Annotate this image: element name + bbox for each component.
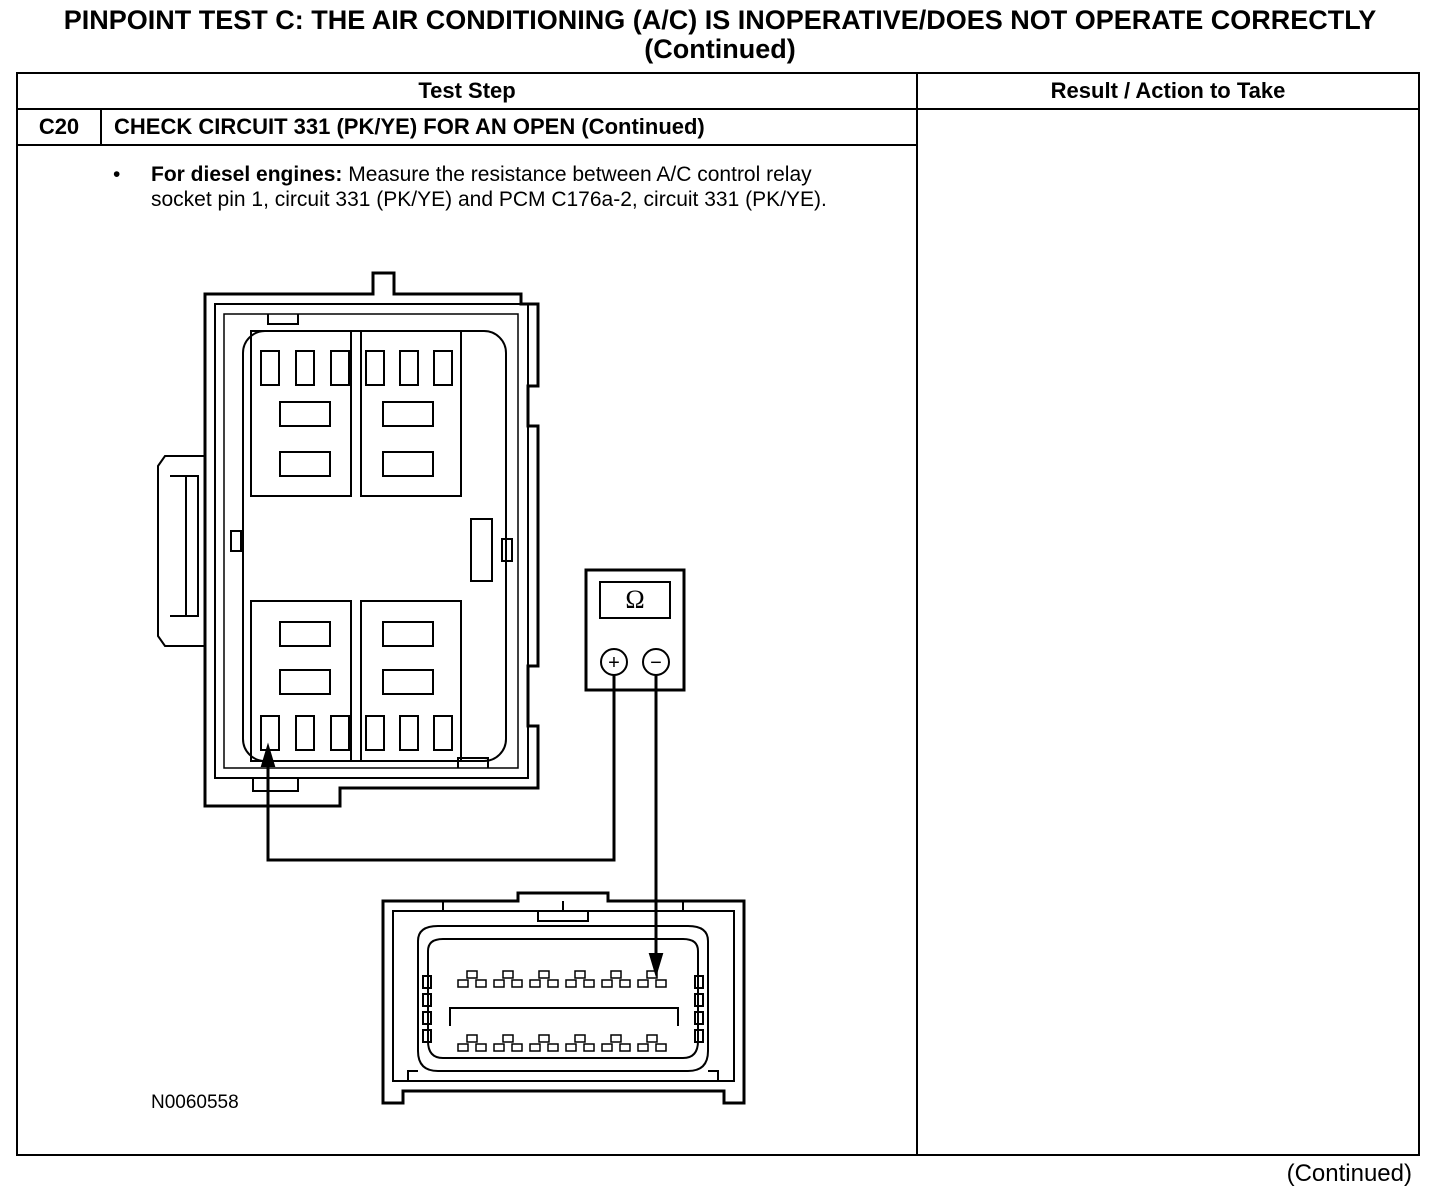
probe-tip-pcm bbox=[648, 953, 664, 978]
pcm-connector bbox=[381, 891, 746, 1105]
ohm-icon: Ω bbox=[625, 585, 644, 614]
bullet-label: For diesel engines: bbox=[151, 163, 343, 186]
ohmmeter bbox=[584, 568, 686, 692]
title-line1: PINPOINT TEST C: THE AIR CONDITIONING (A… bbox=[63, 5, 1377, 35]
continued-label: (Continued) bbox=[1286, 1160, 1412, 1187]
result-cell bbox=[916, 108, 1421, 1156]
column-header-result: Result / Action to Take bbox=[916, 72, 1421, 110]
step-id: C20 bbox=[16, 108, 102, 146]
probe-tip-relay bbox=[260, 742, 276, 767]
step-content: • For diesel engines: Measure the resist… bbox=[15, 144, 919, 1156]
pinpoint-test-table: Test Step Result / Action to Take C20 CH… bbox=[15, 72, 1421, 1156]
negative-terminal-icon: − bbox=[650, 652, 662, 674]
bullet-point: • bbox=[113, 163, 121, 186]
figure-id: N0060558 bbox=[151, 1092, 239, 1113]
relay-box bbox=[157, 271, 540, 808]
wiring-diagram: Ω + − bbox=[157, 271, 746, 1105]
step-heading: CHECK CIRCUIT 331 (PK/YE) FOR AN OPEN (C… bbox=[99, 108, 919, 146]
page-title: PINPOINT TEST C: THE AIR CONDITIONING (A… bbox=[0, 6, 1440, 64]
column-header-test-step: Test Step bbox=[15, 72, 919, 110]
test-leads bbox=[266, 675, 658, 954]
positive-terminal-icon: + bbox=[608, 652, 620, 674]
bullet-text: Measure the resistance between A/C contr… bbox=[151, 163, 827, 211]
title-line2: (Continued) bbox=[644, 34, 796, 64]
